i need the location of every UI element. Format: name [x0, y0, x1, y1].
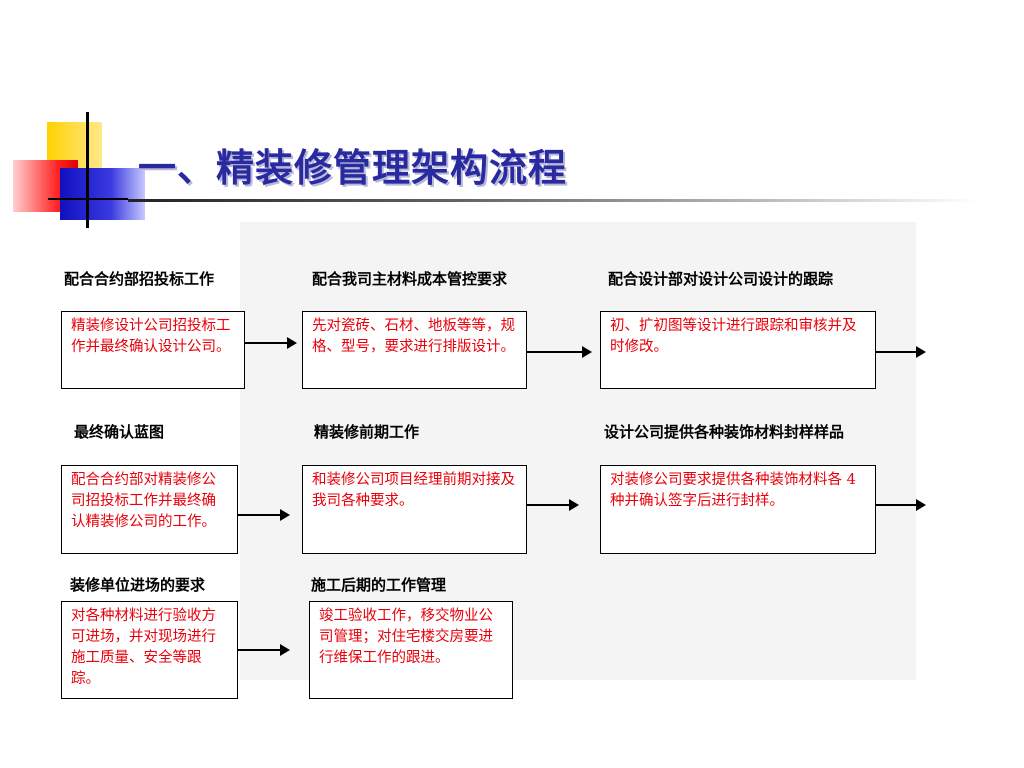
step-8-heading: 施工后期的工作管理 — [311, 576, 447, 594]
step-6-box: 对装修公司要求提供各种装饰材料各 4 种并确认签字后进行封样。 — [600, 465, 876, 554]
step-5-arrow — [527, 499, 579, 511]
step-7-arrow — [238, 644, 290, 656]
step-2-arrow — [527, 346, 592, 358]
step-3-heading: 配合设计部对设计公司设计的跟踪 — [608, 270, 834, 288]
step-7-box: 对各种材料进行验收方可进场，并对现场进行施工质量、安全等跟踪。 — [61, 601, 238, 699]
step-3-arrow — [876, 346, 926, 358]
step-6-arrow — [876, 499, 926, 511]
horizontal-rule — [48, 198, 128, 200]
title-decoration-logo — [0, 0, 150, 240]
step-7-heading: 装修单位进场的要求 — [70, 576, 206, 594]
step-3-box: 初、扩初图等设计进行跟踪和审核并及时修改。 — [600, 311, 876, 389]
step-5-box: 和装修公司项目经理前期对接及我司各种要求。 — [302, 465, 527, 554]
step-4-heading: 最终确认蓝图 — [74, 423, 165, 441]
step-1-heading: 配合合约部招投标工作 — [64, 270, 215, 288]
slide-title: 一、精装修管理架构流程 — [138, 146, 568, 190]
step-6-heading: 设计公司提供各种装饰材料封样样品 — [604, 423, 845, 441]
step-1-box: 精装修设计公司招投标工作并最终确认设计公司。 — [61, 311, 245, 389]
step-4-box: 配合合约部对精装修公司招投标工作并最终确认精装修公司的工作。 — [61, 465, 238, 554]
step-2-heading: 配合我司主材料成本管控要求 — [312, 270, 508, 288]
step-8-box: 竣工验收工作，移交物业公司管理；对住宅楼交房要进行维保工作的跟进。 — [309, 601, 513, 699]
blue-square — [60, 168, 145, 220]
step-2-box: 先对瓷砖、石材、地板等等，规格、型号，要求进行排版设计。 — [302, 311, 527, 389]
step-1-arrow — [245, 337, 297, 349]
step-5-heading: 精装修前期工作 — [314, 423, 420, 441]
title-underline — [128, 199, 978, 202]
step-4-arrow — [238, 509, 290, 521]
vertical-rule — [86, 112, 89, 228]
